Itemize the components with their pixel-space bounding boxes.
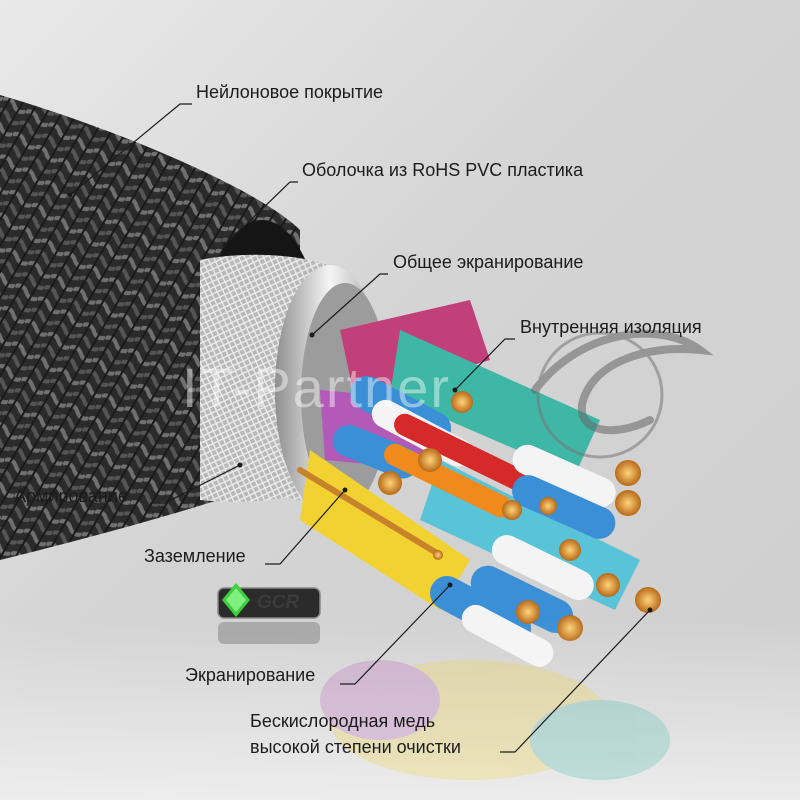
teal-pair: [390, 330, 600, 475]
label-grounding: Заземление: [144, 546, 246, 566]
ground-drain-wire: [297, 467, 443, 558]
label-shielding: Экранирование: [185, 665, 316, 685]
label-armoring: Армирование: [14, 486, 128, 506]
label-overall-shielding: Общее экранирование: [393, 252, 584, 272]
label-copper-line-1: Бескислородная медь: [250, 711, 436, 731]
leader-lines: [69, 103, 651, 753]
label-inner-insulation: Внутренняя изоляция: [520, 317, 702, 337]
label-nylon-coating: Нейлоновое покрытие: [196, 82, 384, 102]
gcr-logo-icon: [217, 583, 321, 644]
label-copper-line-2: высокой степени очистки: [250, 737, 461, 757]
label-oxygen-free-copper: Бескислородная медь высокой степени очис…: [250, 708, 461, 760]
brand-logo-text: GCR: [257, 592, 300, 613]
it-partner-swoosh-icon: [531, 329, 714, 459]
label-pvc-sheath: Оболочка из RoHS PVC пластика: [302, 160, 584, 180]
